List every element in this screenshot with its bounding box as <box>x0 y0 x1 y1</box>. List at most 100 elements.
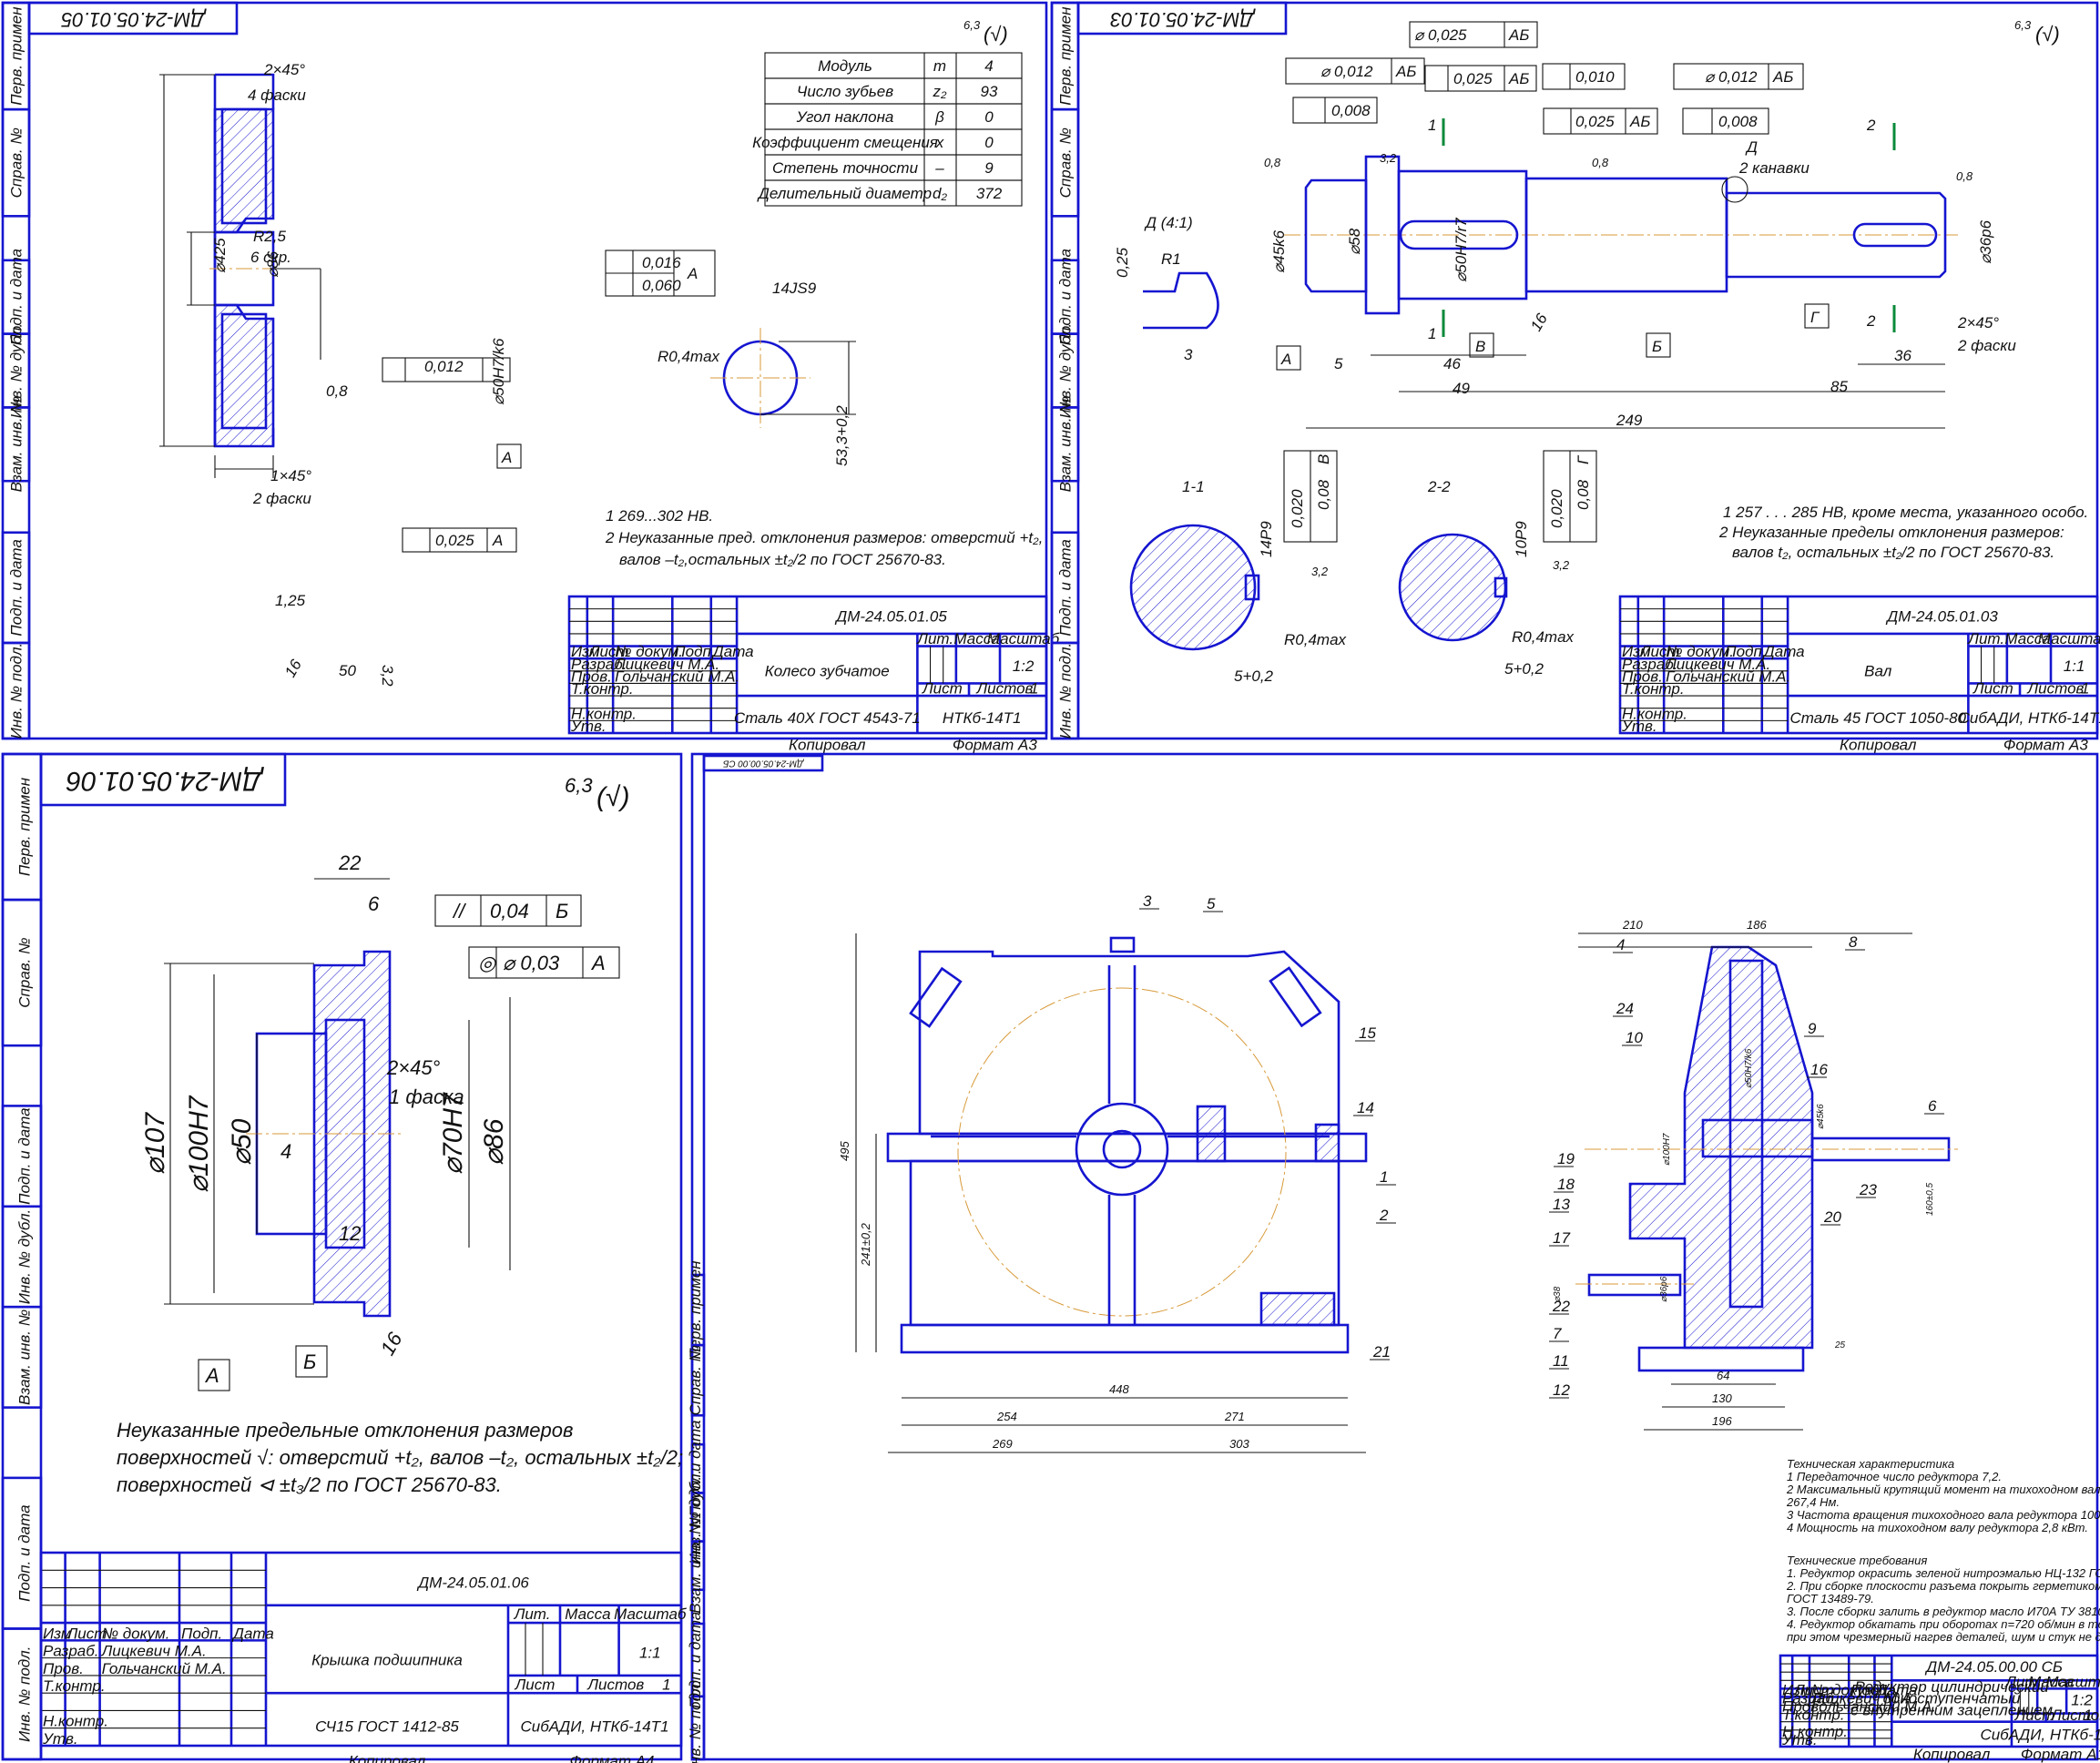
svg-text:5: 5 <box>1334 355 1343 372</box>
tb-header: № докум. <box>102 1625 170 1642</box>
svg-text:2 фаски: 2 фаски <box>1957 337 2016 354</box>
strip-cell <box>690 1343 706 1417</box>
svg-text:50: 50 <box>339 662 356 679</box>
svg-text:R0,4max: R0,4max <box>1284 631 1347 648</box>
tb-header: Лист <box>588 643 629 660</box>
svg-text:0,060: 0,060 <box>642 277 681 294</box>
callout-label: 19 <box>1557 1150 1575 1167</box>
svg-text:0,008: 0,008 <box>1718 113 1758 130</box>
lit-label: Лит. <box>916 630 953 647</box>
sheets-count: 1 <box>662 1676 670 1693</box>
svg-text:0,020: 0,020 <box>1548 489 1565 528</box>
svg-text://: // <box>452 900 466 922</box>
svg-text:3 Частота вращения тихоходного: 3 Частота вращения тихоходного вала реду… <box>1787 1508 2100 1522</box>
callout-label: 21 <box>1372 1343 1391 1360</box>
tb-role: Н.контр. <box>571 705 637 722</box>
svg-text:0,008: 0,008 <box>1331 102 1371 119</box>
svg-text:210: 210 <box>1622 918 1643 932</box>
svg-text:при этом чрезмерный нагрев дет: при этом чрезмерный нагрев деталей, шум … <box>1787 1630 2100 1644</box>
document-code: ДМ-24.05.01.05 <box>834 607 947 625</box>
strip-label: Взам. инв. № <box>687 1518 704 1614</box>
checker-name: Гольчанский М.А. <box>1811 1698 1936 1716</box>
strip-cell <box>1 1305 43 1409</box>
strip-cell <box>1050 406 1080 483</box>
tb-header: № докум. <box>615 643 683 660</box>
svg-text:2×45°: 2×45° <box>1957 314 1999 331</box>
svg-text:1: 1 <box>1428 117 1436 134</box>
mass-label: Масса <box>2004 630 2050 647</box>
svg-text:⌀100H7: ⌀100H7 <box>184 1095 214 1193</box>
strip-label: Взам. инв. № <box>15 1310 33 1405</box>
tb-role: Т.контр. <box>1782 1707 1845 1724</box>
svg-text:АБ: АБ <box>1395 63 1416 80</box>
param-symbol: d₂ <box>933 185 947 202</box>
scale-label: Масштаб <box>614 1605 688 1623</box>
tb-role: Утв. <box>1781 1731 1818 1748</box>
svg-text:⌀45k6: ⌀45k6 <box>1270 229 1288 273</box>
svg-text:3. После сборки залить в редук: 3. После сборки залить в редуктор масло … <box>1787 1605 2100 1618</box>
tb-role: Пров. <box>1782 1698 1823 1716</box>
svg-text:В: В <box>1475 338 1485 355</box>
checker-name: Гольчанский М.А. <box>1666 667 1790 685</box>
svg-text:1: 1 <box>1428 325 1436 342</box>
svg-text:5+0,2: 5+0,2 <box>1234 667 1274 685</box>
tb-role: Утв. <box>1621 718 1657 735</box>
svg-text:6 скр.: 6 скр. <box>250 249 291 266</box>
svg-text:⌀425: ⌀425 <box>211 238 229 273</box>
param-name: Коэффициент смещения <box>752 134 938 151</box>
svg-text:0,8: 0,8 <box>326 382 348 400</box>
gear-dimensions: 2×45° 4 фаски R2,5 6 скр. ⌀425 ⌀86 0,8 ⌀… <box>211 61 856 687</box>
document-title: с внутренним зацеплением <box>1850 1701 2053 1718</box>
checker-name: Гольчанский М.А. <box>615 667 739 685</box>
svg-text:0,016: 0,016 <box>642 254 681 271</box>
strip-label: Подп. и дата <box>15 1504 33 1601</box>
format-label: Формат А1 <box>2021 1746 2100 1763</box>
strip-label: Инв. № дубл. <box>15 1209 33 1305</box>
scale-label: Масштаб <box>2045 1674 2100 1691</box>
tb-role: Н.контр. <box>1622 705 1687 722</box>
callout-label: 2 <box>1379 1207 1389 1224</box>
svg-text:⌀86: ⌀86 <box>479 1118 509 1166</box>
tb-header: Лист <box>1639 643 1680 660</box>
developer-name: Лицкевич М.А. <box>1810 1690 1916 1707</box>
svg-text:2: 2 <box>1866 312 1876 330</box>
organization: СибАДИ, НТКб-14Т1 <box>520 1718 668 1736</box>
svg-text:Неуказанные предельные отклоне: Неуказанные предельные отклонения размер… <box>117 1419 574 1442</box>
tb-role: Т.контр. <box>1622 680 1685 698</box>
svg-text:А: А <box>687 265 698 282</box>
svg-text:241±0,2: 241±0,2 <box>859 1222 872 1267</box>
strip-label: Подп. и дата <box>7 249 25 345</box>
strip-label: Справ. № <box>7 127 25 198</box>
svg-text:⌀86: ⌀86 <box>264 250 281 278</box>
assembly-front-view <box>855 933 1368 1453</box>
svg-text:2 Неуказанные пред. отклонения: 2 Неуказанные пред. отклонения размеров:… <box>605 529 1043 546</box>
svg-text:⌀ 0,03: ⌀ 0,03 <box>503 952 560 974</box>
param-name: Делительный диаметр <box>757 185 932 202</box>
strip-cell <box>1 898 43 1047</box>
copied-label: Копировал <box>1913 1746 1991 1763</box>
svg-text:0,08: 0,08 <box>1315 479 1332 510</box>
strip-cell <box>690 1695 706 1761</box>
svg-text:16: 16 <box>1527 311 1551 334</box>
sheets-label: Листов <box>976 679 1034 697</box>
svg-text:4 фаски: 4 фаски <box>248 87 306 104</box>
svg-text:2 Максимальный крутящий момент: 2 Максимальный крутящий момент на тихохо… <box>1786 1483 2100 1496</box>
tb-header: Изм <box>43 1625 72 1642</box>
param-symbol: x <box>935 134 944 151</box>
tb-role: Н.контр. <box>1782 1723 1848 1740</box>
svg-text:валов t₂, остальных ±t₂/2 по Г: валов t₂, остальных ±t₂/2 по ГОСТ 25670-… <box>1732 544 2054 561</box>
title-block-frame <box>1779 1654 2099 1748</box>
copied-label: Копировал <box>789 736 866 753</box>
sheet-label: Лист <box>2014 1707 2055 1724</box>
callout-label: 12 <box>1553 1381 1570 1399</box>
table-row <box>764 52 1023 79</box>
mass-label: Масса <box>565 1605 610 1623</box>
assembly-dimensions: 495 241±0,2 448 254 271 269 303 210 186 … <box>838 918 1935 1451</box>
svg-text:0,020: 0,020 <box>1289 489 1306 528</box>
tb-role: Разраб. <box>1782 1690 1839 1707</box>
document-title: Крышка подшипника <box>311 1651 463 1668</box>
